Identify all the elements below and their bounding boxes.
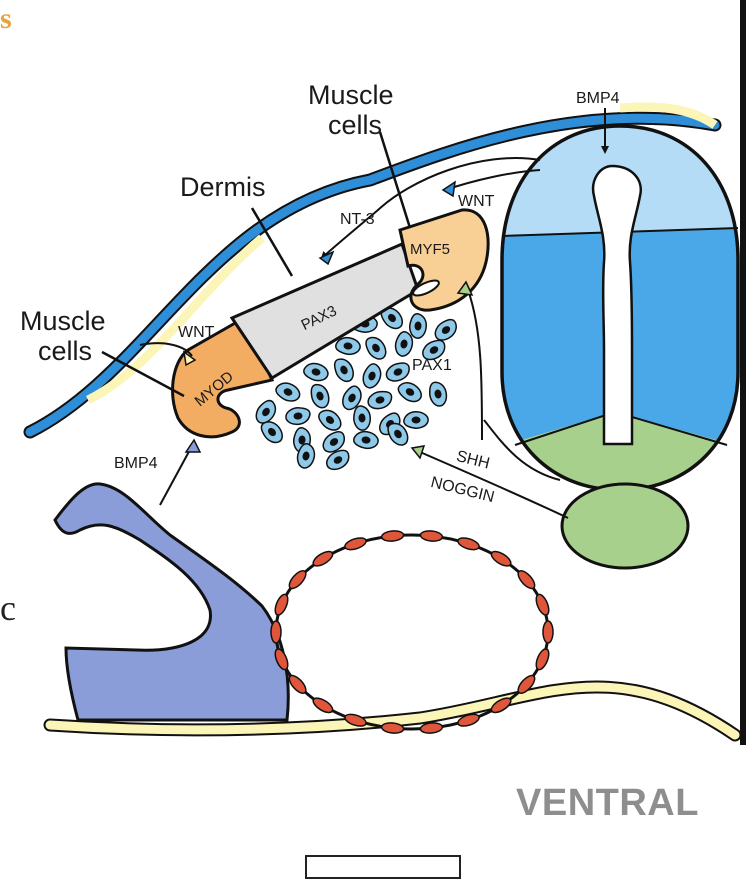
label-muscle-cells-left-2: cells [38, 336, 92, 366]
sclerotome-cell [310, 383, 330, 409]
sclerotome-cell [434, 318, 457, 341]
label-pax1: PAX1 [412, 357, 452, 374]
dermis-leader [250, 207, 294, 277]
label-noggin: NOGGIN [429, 474, 496, 506]
sclerotome-cell [394, 331, 414, 357]
aorta-wall-cell [344, 713, 367, 727]
noggin-to-sclerotome-arrow [419, 451, 569, 519]
shh-to-myf5-arrow [467, 289, 483, 441]
sclerotome-cell [403, 411, 429, 429]
sclerotome-cell [362, 363, 382, 389]
orientation-label-ventral: VENTRAL [516, 782, 699, 824]
sclerotome-cell [409, 313, 427, 339]
label-wnt-top: WNT [458, 193, 495, 210]
shh-myf5-arrowhead [456, 280, 474, 296]
sclerotome-cell [303, 362, 329, 382]
sclerotome-cell [380, 307, 404, 330]
sclerotome-cell [387, 422, 409, 446]
sclerotome-cell [385, 362, 410, 382]
sclerotome-cell [342, 385, 362, 411]
sclerotome-cell [318, 409, 342, 431]
label-bmp4-left: BMP4 [114, 455, 158, 472]
noggin-arrowhead [410, 445, 426, 460]
aorta-wall-cell [288, 570, 307, 590]
sclerotome-cell [255, 399, 277, 424]
aorta-wall-cell [380, 722, 405, 734]
cropped-title-fragment: s [0, 2, 12, 35]
label-dermis: Dermis [180, 172, 266, 202]
neural-tube-lumen [591, 164, 643, 446]
dermomyotome [171, 208, 490, 439]
aorta-wall-cell [419, 530, 444, 542]
sclerotome-cell [353, 430, 379, 450]
aorta-wall-cell [490, 697, 512, 714]
label-muscle-cells-top-1: Muscle [308, 80, 394, 110]
sclerotome-cell [429, 381, 448, 407]
aorta-wall-cell [270, 620, 282, 644]
nt3-arrowhead [318, 250, 335, 266]
frame-border-right [740, 0, 746, 745]
label-nt3: NT-3 [340, 211, 375, 228]
sclerotome-cell [326, 449, 350, 471]
aorta-wall-cell [490, 550, 512, 567]
muscle-cells-top-leader [378, 131, 412, 229]
neural-tube [500, 124, 740, 492]
neural-tube-to-myotome-arrow [320, 157, 541, 260]
notochord-to-myf5-arrow [483, 419, 561, 481]
myf5-hole [412, 279, 440, 297]
aorta-wall-cell [312, 697, 334, 714]
cropped-bottom-box [305, 855, 461, 879]
sclerotome-cell [296, 443, 316, 469]
label-muscle-cells-left-1: Muscle [20, 306, 106, 336]
sclerotome-cell [260, 421, 283, 444]
myod-region [171, 315, 275, 439]
label-bmp4-top: BMP4 [576, 90, 620, 107]
aorta-wall-cell [419, 722, 444, 734]
aorta-wall-cell [517, 674, 536, 694]
sclerotome-cell [365, 336, 387, 360]
sclerotome-cell [422, 339, 446, 361]
ventral-ectoderm [43, 680, 742, 742]
aorta-wall-cell [312, 550, 334, 567]
aorta-wall-cell [457, 713, 480, 727]
aorta-wall-cell [274, 648, 289, 671]
sclerotome-cell [322, 430, 346, 453]
aorta-wall-cell [274, 593, 289, 616]
label-myf5: MYF5 [410, 241, 450, 258]
dorsal-aorta [270, 530, 554, 734]
sclerotome-cell [335, 336, 361, 356]
bmp4-left-arrow [159, 445, 193, 506]
aorta-wall-cell [344, 537, 367, 551]
aorta-wall-cell [535, 648, 550, 671]
label-muscle-cells-top-2: cells [328, 110, 382, 140]
sclerotome-cell [275, 382, 301, 402]
aorta-wall-cell [288, 674, 307, 694]
sclerotome-cell [333, 358, 354, 383]
bmp4-left-arrowhead [184, 438, 202, 453]
muscle-cells-left-leader [101, 350, 185, 398]
sclerotome-cell [367, 390, 393, 410]
wnt-left-arrowhead [182, 350, 197, 367]
signaling-arrows [101, 108, 609, 519]
label-wnt-left: WNT [178, 324, 215, 341]
aorta-wall-cell [535, 593, 550, 616]
notochord [560, 482, 690, 570]
aorta-wall-cell [457, 537, 480, 551]
aorta-wall-cell [380, 530, 405, 542]
wnt-top-arrowhead [441, 180, 456, 198]
sclerotome-cells [255, 307, 457, 471]
aorta-wall-cell [542, 620, 554, 644]
dorsal-ectoderm [23, 102, 722, 439]
gut-endoderm [53, 482, 290, 722]
cropped-side-text-fragment: c [0, 588, 16, 628]
aorta-wall-cell [517, 570, 536, 590]
sclerotome-cell [353, 405, 372, 431]
arrow-heads [182, 180, 474, 460]
sclerotome-cell [397, 382, 422, 403]
sclerotome-cell [285, 407, 311, 426]
wnt-left-arrow [139, 342, 193, 357]
